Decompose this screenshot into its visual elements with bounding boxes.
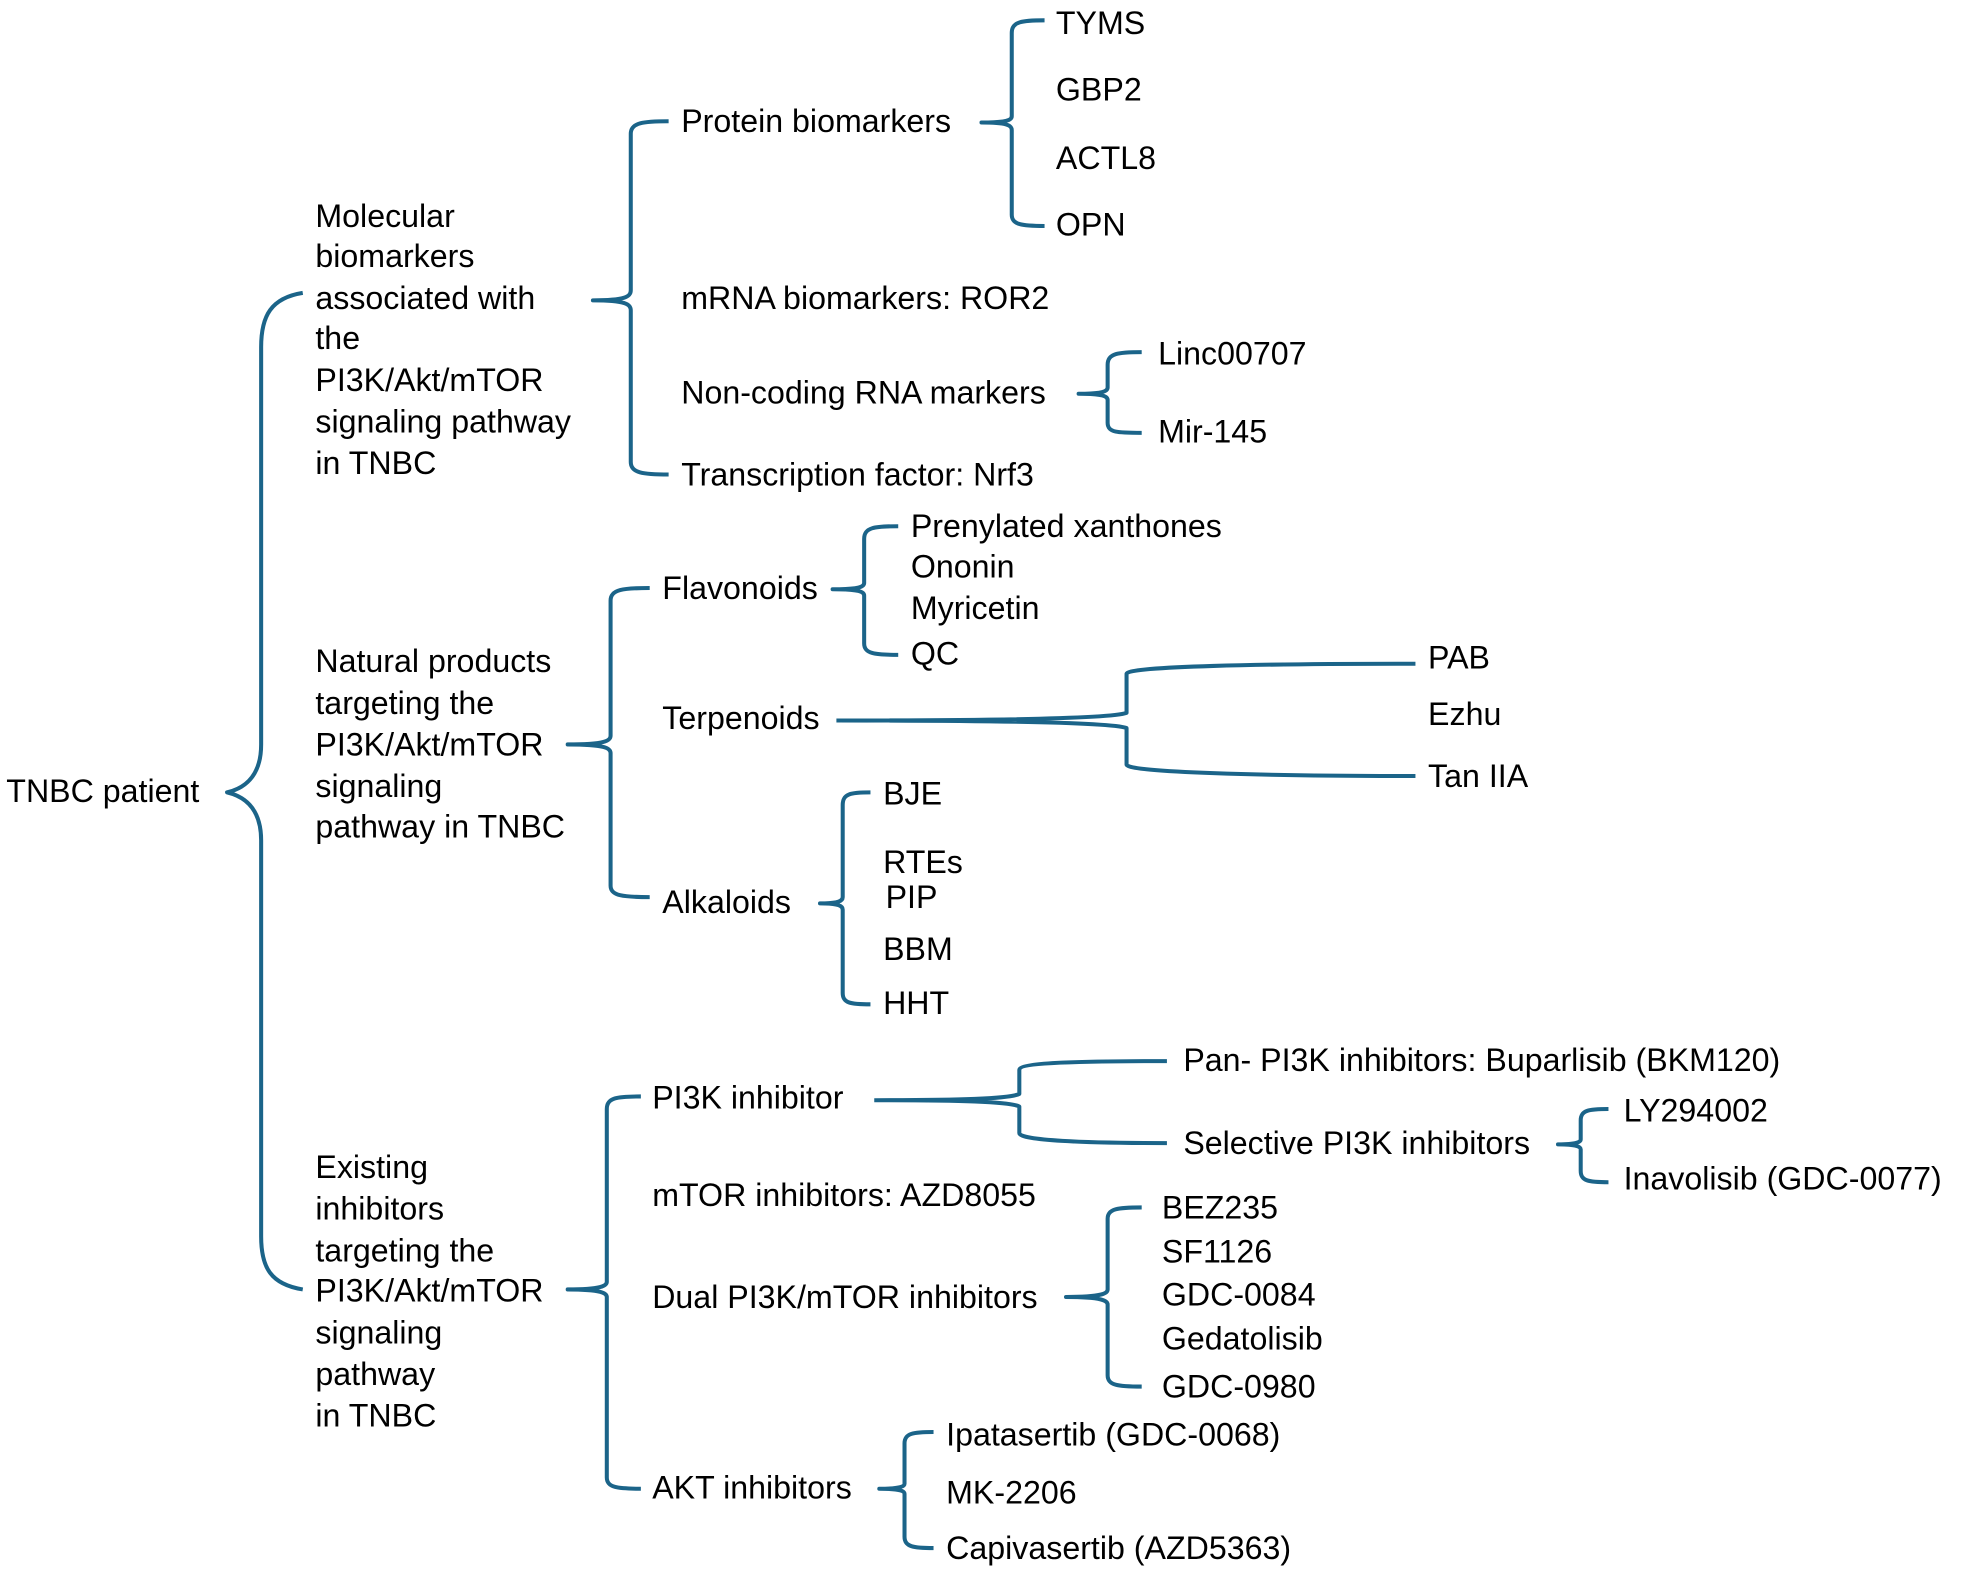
noncoding-rna-label: Non-coding RNA markers	[681, 374, 1046, 410]
alkaloids-brace	[817, 790, 871, 1007]
root-brace	[225, 290, 304, 1292]
protein-brace	[979, 18, 1045, 228]
terpenoid-item: Ezhu	[1428, 696, 1501, 732]
akt-inhibitor-item: Ipatasertib (GDC-0068)	[946, 1417, 1280, 1453]
alkaloids-label: Alkaloids	[662, 884, 791, 920]
root-node-label: TNBC patient	[6, 773, 199, 809]
dual-inhibitor-item: GDC-0084	[1162, 1276, 1316, 1312]
branch-label-line: in TNBC	[315, 1398, 436, 1434]
dual-pi3k-mtor-brace	[1063, 1205, 1142, 1389]
alkaloid-item: BJE	[883, 776, 942, 812]
akt-inhibitor-item: Capivasertib (AZD5363)	[946, 1530, 1291, 1566]
mrna-biomarkers-label: mRNA biomarkers: ROR2	[681, 280, 1049, 316]
alkaloid-item: HHT	[883, 985, 949, 1021]
akt-inhibitors-brace	[877, 1429, 934, 1551]
noncoding-rna-item: Mir-145	[1158, 414, 1267, 450]
dual-inhibitor-item: SF1126	[1162, 1234, 1272, 1270]
terpenoid-item: Tan IIA	[1428, 758, 1529, 794]
flavonoid-item: Myricetin	[911, 590, 1040, 626]
dual-pi3k-mtor-label: Dual PI3K/mTOR inhibitors	[652, 1279, 1037, 1315]
noncoding-rna-item: Linc00707	[1158, 335, 1306, 371]
flavonoid-item: Prenylated xanthones	[911, 508, 1222, 544]
akt-inhibitors-label: AKT inhibitors	[652, 1470, 852, 1506]
branch-label-line: pathway in TNBC	[315, 808, 565, 844]
protein-item: TYMS	[1056, 5, 1145, 41]
protein-item: ACTL8	[1056, 140, 1156, 176]
branch-label-line: pathway	[315, 1356, 436, 1392]
selective-pi3k-item: LY294002	[1624, 1092, 1768, 1128]
protein-biomarkers-label: Protein biomarkers	[681, 103, 951, 139]
dual-inhibitor-item: GDC-0980	[1162, 1369, 1316, 1405]
branch-label-line: Existing	[315, 1149, 428, 1185]
flavonoids-label: Flavonoids	[662, 570, 818, 606]
branch-label-line: Natural products	[315, 643, 551, 679]
transcription-factor-label: Transcription factor: Nrf3	[681, 456, 1034, 492]
selective-pi3k-brace	[1555, 1107, 1609, 1185]
pi3k-inhibitor-label: PI3K inhibitor	[652, 1080, 844, 1116]
pan-pi3k-inhibitors-label: Pan- PI3K inhibitors: Buparlisib (BKM120…	[1183, 1042, 1780, 1078]
alkaloid-item: PIP	[886, 879, 938, 915]
noncoding-rna-brace	[1076, 350, 1142, 435]
branch-label-line: the	[315, 320, 360, 356]
alkaloid-item: RTEs	[883, 844, 963, 880]
branch-molecular-biomarkers: Molecular biomarkers associated with the…	[315, 5, 1306, 493]
branch-label-line: associated with	[315, 280, 535, 316]
branch-label-line: PI3K/Akt/mTOR	[315, 726, 543, 762]
branch-natural-products: Natural products targeting the PI3K/Akt/…	[315, 508, 1528, 1021]
dual-inhibitor-item: BEZ235	[1162, 1189, 1278, 1225]
branch-label-line: targeting the	[315, 1232, 494, 1268]
dual-inhibitor-item: Gedatolisib	[1162, 1321, 1323, 1357]
flavonoid-item: Ononin	[911, 549, 1015, 585]
terpenoid-item: PAB	[1428, 639, 1490, 675]
terpenoids-connector	[836, 661, 1416, 779]
akt-inhibitor-item: MK-2206	[946, 1475, 1076, 1511]
flavonoid-item: QC	[911, 636, 959, 672]
branch-label-line: targeting the	[315, 685, 494, 721]
protein-item: OPN	[1056, 207, 1126, 243]
selective-pi3k-inhibitors-label: Selective PI3K inhibitors	[1183, 1125, 1530, 1161]
flavonoids-brace	[830, 524, 899, 657]
molecular-brace	[590, 119, 669, 477]
branch-label-line: PI3K/Akt/mTOR	[315, 362, 543, 398]
branch-label-line: inhibitors	[315, 1191, 444, 1227]
natural-products-brace	[565, 586, 650, 900]
protein-item: GBP2	[1056, 72, 1142, 108]
terpenoids-label: Terpenoids	[662, 700, 819, 736]
pi3k-inhibitor-connector	[874, 1059, 1167, 1146]
selective-pi3k-item: Inavolisib (GDC-0077)	[1624, 1160, 1942, 1196]
branch-existing-inhibitors: Existing inhibitors targeting the PI3K/A…	[315, 1042, 1941, 1566]
branch-label-line: in TNBC	[315, 445, 436, 481]
branch-label-line: signaling pathway	[315, 403, 572, 439]
existing-inhibitors-brace	[565, 1094, 641, 1491]
mtor-inhibitors-label: mTOR inhibitors: AZD8055	[652, 1177, 1036, 1213]
branch-label-line: PI3K/Akt/mTOR	[315, 1273, 543, 1309]
alkaloid-item: BBM	[883, 931, 953, 967]
branch-label-line: signaling	[315, 1314, 442, 1350]
branch-label-line: signaling	[315, 768, 442, 804]
branch-label-line: Molecular	[315, 198, 455, 234]
branch-label-line: biomarkers	[315, 238, 474, 274]
